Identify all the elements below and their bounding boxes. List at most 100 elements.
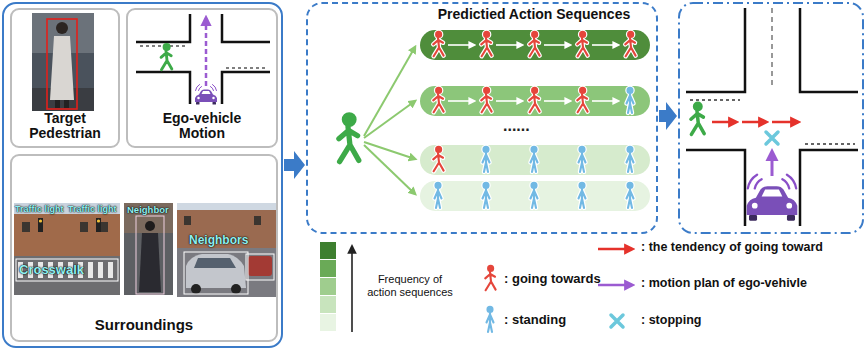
ego-intersection-part bbox=[140, 46, 266, 68]
crosswalk-photo-part bbox=[14, 203, 120, 295]
legend-samples-part bbox=[320, 314, 336, 331]
sequence-bands-part bbox=[625, 32, 635, 56]
legend-samples-part bbox=[320, 296, 336, 313]
legend-text: : stopping bbox=[641, 313, 701, 328]
outcome-intersection-part bbox=[747, 175, 798, 221]
fan-arrows bbox=[339, 47, 415, 194]
crosswalk-photo-part bbox=[14, 256, 120, 295]
ego-intersection-part bbox=[205, 18, 208, 86]
outcome-intersection-part-part bbox=[742, 121, 766, 124]
sequence-bands-part bbox=[627, 88, 634, 113]
target-photo-part bbox=[55, 100, 60, 108]
outcome-intersection bbox=[686, 8, 858, 226]
sequence-bands-part bbox=[435, 183, 442, 208]
outcome-intersection-part bbox=[771, 152, 774, 176]
sequence-bands-part bbox=[420, 145, 650, 175]
legend-samples-part bbox=[598, 248, 632, 251]
dash-dot-outline bbox=[678, 2, 864, 234]
flow-arrow bbox=[284, 151, 305, 179]
neighbors-photo-part bbox=[177, 203, 276, 297]
fan-arrows-part bbox=[339, 115, 359, 162]
sequence-bands-part bbox=[577, 32, 587, 56]
fan-arrows-part bbox=[364, 101, 415, 138]
crosswalk-photo bbox=[14, 203, 120, 295]
crosswalk-photo-part bbox=[14, 214, 120, 256]
photo-tag: Neighbors bbox=[189, 234, 248, 247]
crosswalk-photo-part bbox=[16, 259, 118, 281]
sequence-bands-part bbox=[420, 181, 650, 211]
target-photo-part bbox=[32, 13, 94, 111]
legend-samples-part bbox=[487, 307, 494, 332]
neighbors-photo bbox=[177, 203, 276, 297]
sequence-bands-part bbox=[420, 30, 650, 60]
crosswalk-photo-part bbox=[97, 219, 100, 222]
input-box: Target Pedestrian bbox=[10, 8, 120, 148]
ellipsis-mark: ...... bbox=[503, 117, 530, 135]
legend-samples-part bbox=[485, 266, 495, 290]
sequence-bands-part bbox=[481, 32, 491, 56]
sequence-bands-part-part bbox=[448, 100, 474, 102]
target-photo-part bbox=[64, 100, 69, 108]
crosswalk-photo-part bbox=[18, 262, 113, 278]
outcome-intersection-part bbox=[686, 8, 858, 226]
input-box: Surroundings bbox=[10, 154, 278, 342]
neighbors-photo-part bbox=[177, 248, 276, 297]
neighbors-photo-part bbox=[254, 216, 261, 225]
ego-intersection-part bbox=[161, 44, 172, 69]
legend-text: : going towards bbox=[504, 271, 601, 287]
prediction-panel: Predictied Action Sequences bbox=[306, 2, 658, 234]
neighbors-photo-part bbox=[231, 284, 241, 294]
legend-text: Frequency of action sequences bbox=[362, 273, 458, 299]
sequence-bands-part-part bbox=[592, 44, 618, 46]
neighbors-photo-part bbox=[246, 254, 274, 280]
sequence-bands-part bbox=[433, 88, 443, 112]
photo-tag: Crosswalk bbox=[19, 263, 84, 277]
neighbor-photo-part bbox=[136, 216, 164, 294]
crosswalk-photo-part bbox=[38, 218, 43, 232]
fan-arrows-part bbox=[364, 47, 415, 136]
target-photo bbox=[32, 13, 94, 111]
photo-tag: Traffic light bbox=[68, 205, 117, 215]
input-box: Ego-vehicle Motion bbox=[126, 8, 278, 148]
ego-intersection bbox=[136, 14, 270, 105]
sequence-bands-part-part bbox=[496, 100, 522, 102]
crosswalk-photo-part bbox=[22, 222, 30, 232]
sequence-bands-part bbox=[433, 32, 443, 56]
photo-tag: Neighbor bbox=[127, 205, 169, 215]
neighbors-photo-part bbox=[186, 254, 246, 288]
sequence-bands-part bbox=[483, 183, 490, 208]
neighbor-photo bbox=[124, 203, 173, 295]
sequence-bands-part bbox=[420, 86, 650, 116]
legend-text: : motion plan of ego-vehivle bbox=[641, 276, 807, 291]
outcome-intersection-part bbox=[712, 121, 798, 124]
outcome-intersection-part bbox=[690, 100, 855, 144]
sequence-bands-part bbox=[579, 147, 586, 172]
flow-arrow bbox=[659, 102, 677, 130]
neighbor-photo-part bbox=[145, 221, 155, 231]
legend-text: : the tendency of going toward bbox=[641, 240, 823, 255]
target-photo-part bbox=[47, 19, 77, 109]
legend-samples-part bbox=[351, 247, 353, 332]
box-heading: Predictied Action Sequences bbox=[418, 7, 650, 23]
legend-samples-part bbox=[598, 284, 632, 287]
sequence-bands-part bbox=[529, 32, 539, 56]
legend-samples bbox=[320, 242, 632, 332]
crosswalk-photo-part bbox=[80, 222, 88, 232]
legend-samples-part bbox=[611, 315, 623, 327]
outcome-panel bbox=[678, 2, 864, 234]
box-heading: Surroundings bbox=[95, 317, 193, 334]
sequence-bands-part bbox=[579, 183, 586, 208]
outcome-intersection-part-part bbox=[772, 121, 798, 124]
outcome-intersection-part bbox=[771, 8, 773, 86]
neighbor-photo-part bbox=[124, 203, 173, 295]
outcome-intersection-part-part bbox=[712, 121, 736, 124]
neighbors-photo-part bbox=[248, 256, 272, 276]
sequence-bands-part-part bbox=[592, 100, 618, 102]
sequence-bands-part-part bbox=[448, 44, 474, 46]
ego-intersection-part bbox=[136, 14, 270, 104]
